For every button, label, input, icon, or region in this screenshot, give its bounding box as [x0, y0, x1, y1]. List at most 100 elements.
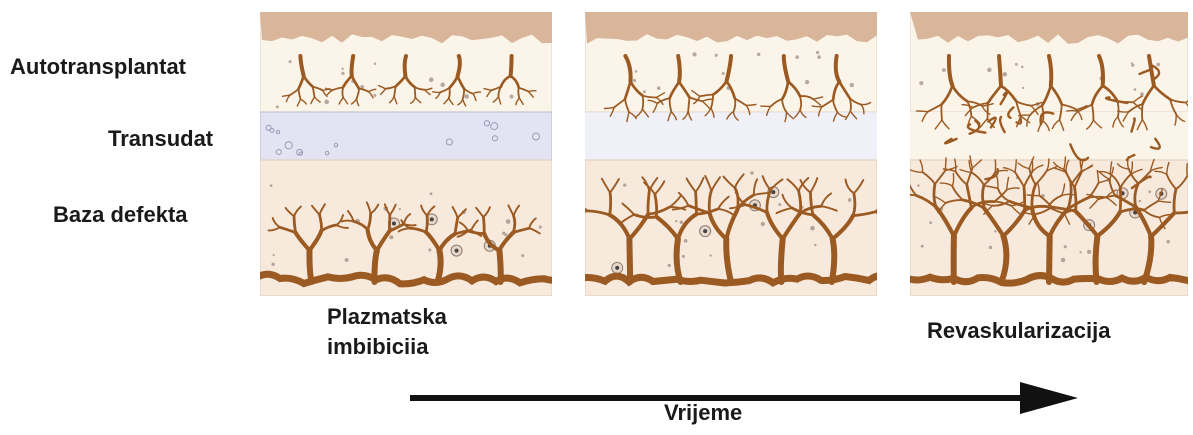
cell-dot	[814, 244, 816, 246]
cell-dot	[504, 233, 507, 236]
cell-dot	[271, 263, 274, 266]
panel-plasmatic-imbibition	[260, 12, 552, 296]
cell-dot	[919, 81, 923, 85]
cell-dot	[795, 55, 799, 59]
vessel-branch	[1142, 104, 1143, 120]
cell-dot	[778, 203, 781, 206]
cell-dot	[805, 80, 809, 84]
exudate-layer	[585, 112, 877, 160]
cell-dot	[1134, 88, 1137, 91]
cell-dot	[399, 208, 401, 210]
cell-dot	[1138, 200, 1141, 203]
cell-dot	[921, 245, 924, 248]
time-axis-label: Vrijeme	[664, 398, 742, 428]
cell-dot	[692, 52, 696, 56]
cell-dot	[722, 72, 725, 75]
caption-line-2: imbibiciia	[327, 332, 447, 362]
vessel-branch	[642, 96, 643, 110]
panel-inosculation	[585, 12, 877, 296]
cell-dot	[440, 83, 445, 88]
cell-dot	[270, 184, 273, 187]
cell-dot	[276, 105, 279, 108]
time-arrow	[410, 378, 1090, 422]
cell-dot	[817, 55, 821, 59]
vessel-branch	[529, 91, 536, 92]
vessel-branch	[499, 250, 500, 282]
vessel-branch	[917, 111, 928, 112]
cell-dot	[341, 68, 343, 70]
vessel-branch	[1075, 187, 1076, 211]
caption-revascularization: Revaskularizacija	[927, 316, 1110, 346]
caption-line-1: Plazmatska	[327, 302, 447, 332]
cell-dot	[506, 219, 511, 224]
cell-dot	[273, 254, 275, 256]
label-autotransplantat: Autotransplantat	[10, 56, 186, 78]
panel-revascularization	[910, 12, 1193, 296]
vessel-branch	[374, 251, 376, 283]
cell-dot	[757, 53, 760, 56]
cell-dot	[1131, 62, 1133, 64]
cell-dot	[850, 83, 854, 87]
cell-dot	[521, 254, 524, 257]
vessel-branch	[1096, 236, 1098, 282]
cell-dot	[1022, 87, 1024, 89]
label-baza-defekta: Baza defekta	[53, 204, 188, 226]
cell-dot	[1079, 251, 1081, 253]
caption-plasmatic-imbibition: Plazmatska imbibiciia	[327, 302, 447, 362]
cell-dot	[1140, 92, 1144, 96]
cell-dot	[761, 222, 765, 226]
vessel-branch	[405, 56, 406, 76]
vessel-branch	[342, 87, 343, 97]
cell-dot	[389, 235, 393, 239]
cell-dot	[345, 258, 349, 262]
cell-dot	[680, 221, 684, 225]
cell-dot	[657, 86, 661, 90]
vessel-branch	[629, 239, 630, 282]
cell-dot	[668, 264, 671, 267]
vessel-branch	[648, 192, 649, 214]
vessel-branch	[781, 239, 783, 282]
vessel-branch	[513, 216, 514, 232]
cell-dot	[1061, 258, 1065, 262]
vessel-branch	[1118, 101, 1119, 117]
cell-dot	[929, 221, 932, 224]
cell-nucleus	[430, 217, 434, 221]
vessel-branch	[1067, 111, 1078, 112]
cell-dot	[848, 198, 852, 202]
cell-dot	[633, 79, 636, 82]
cell-dot	[675, 220, 677, 222]
vessel-branch	[696, 192, 697, 214]
exudate-layer	[260, 112, 552, 160]
cell-dot	[1166, 240, 1169, 243]
vessel-branch	[999, 56, 1001, 86]
cell-nucleus	[392, 222, 396, 226]
vessel-branch	[1049, 56, 1051, 86]
cell-dot	[1148, 190, 1151, 193]
vessel-branch	[352, 56, 354, 76]
cell-nucleus	[615, 266, 619, 270]
cell-dot	[1064, 245, 1067, 248]
cell-dot	[1015, 63, 1018, 66]
cell-nucleus	[703, 229, 707, 233]
vessel-branch	[1027, 195, 1039, 196]
cell-dot	[429, 77, 434, 82]
cell-dot	[750, 171, 753, 174]
cell-dot	[510, 95, 514, 99]
cell-dot	[539, 225, 542, 228]
vessel-branch	[678, 56, 680, 82]
cell-dot	[942, 68, 946, 72]
cell-dot	[464, 94, 469, 99]
vessel-branch	[483, 217, 484, 233]
vessel-branch	[426, 216, 427, 232]
vessel-branch	[438, 250, 441, 282]
time-arrow-head	[1020, 382, 1078, 414]
vessel-branch	[309, 250, 311, 282]
vessel-branch	[415, 87, 416, 97]
cell-dot	[1021, 66, 1024, 69]
cell-dot	[1156, 63, 1160, 67]
cell-dot	[994, 230, 996, 232]
vessel-branch	[433, 92, 441, 93]
vessel-branch	[1019, 115, 1030, 116]
vessel-branch	[449, 88, 450, 98]
cell-dot	[684, 239, 688, 243]
